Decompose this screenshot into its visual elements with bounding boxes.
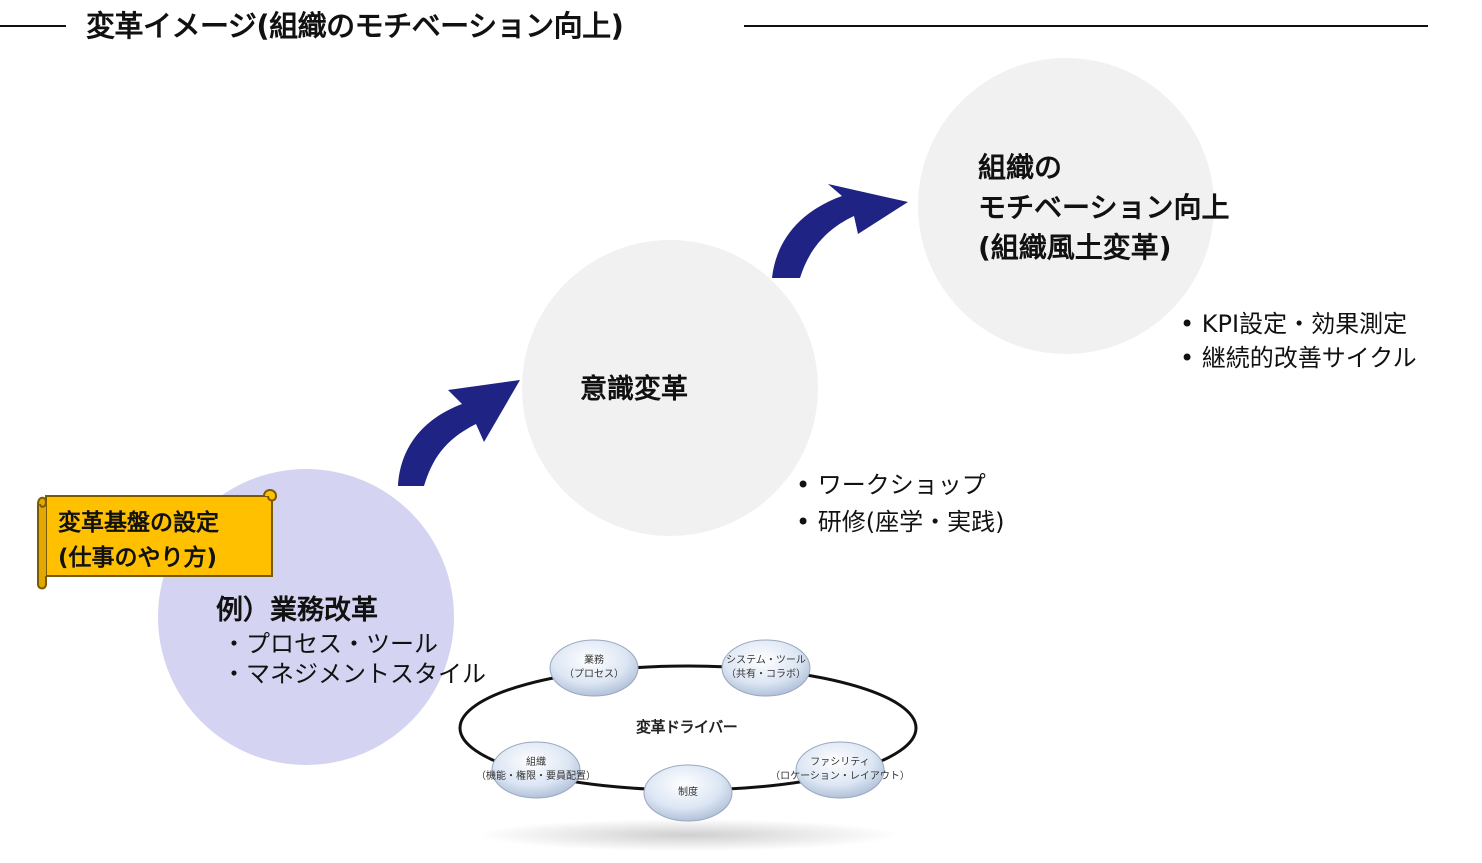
driver-node-facility-line2: （ロケーション・レイアウト） — [770, 771, 910, 782]
stage3-heading-line-2: モチベーション向上 — [978, 191, 1230, 224]
banner-scroll-icon — [37, 489, 278, 590]
stage3-note-2: • 継続的改善サイクル — [1180, 344, 1417, 372]
driver-node-soshiki-line2: （機能・権限・要員配置） — [476, 771, 596, 782]
driver-node-facility-line1: ファシリティ — [810, 757, 870, 768]
stage2-heading: 意識変革 — [580, 374, 688, 405]
stage3-heading-line-1: 組織の — [978, 151, 1063, 184]
driver-node-gyomu-line1: 業務 — [584, 655, 604, 666]
stage2-note-2: • 研修(座学・実践) — [796, 508, 1005, 536]
driver-node-seido-line1: 制度 — [678, 787, 698, 798]
stage1-item-1: ・プロセス・ツール — [222, 630, 438, 658]
driver-node-soshiki-line1: 組織 — [526, 757, 546, 768]
banner-line-1: 変革基盤の設定 — [58, 510, 219, 536]
stage3-heading-line-3: (組織風土変革) — [978, 231, 1172, 264]
driver-node-soshiki — [491, 741, 581, 799]
driver-node-label: ファシリティ （ロケーション・レイアウト） — [770, 756, 910, 784]
stage2-circle — [522, 240, 818, 536]
arrow-stage2-to-stage3-icon — [772, 184, 908, 278]
page-title: 変革イメージ(組織のモチベーション向上) — [86, 9, 624, 43]
stage1-heading: 例）業務改革 — [216, 595, 378, 626]
stage3-circle — [918, 58, 1214, 354]
driver-node-label: 制度 — [648, 786, 728, 800]
driver-node-gyomu — [549, 639, 639, 697]
stage3-note-1: • KPI設定・効果測定 — [1180, 310, 1408, 338]
driver-title: 変革ドライバー — [636, 718, 738, 736]
driver-node-system — [721, 639, 811, 697]
stage1-item-2: ・マネジメントスタイル — [222, 660, 486, 688]
driver-node-label: 組織 （機能・権限・要員配置） — [472, 756, 600, 784]
driver-node-label: 業務 （プロセス） — [554, 654, 634, 682]
arrow-stage1-to-stage2-icon — [398, 380, 520, 486]
driver-node-gyomu-line2: （プロセス） — [564, 669, 624, 680]
driver-node-facility — [795, 741, 885, 799]
header-rule-left — [0, 25, 66, 27]
header-rule-right — [744, 25, 1428, 27]
banner-line-2: (仕事のやり方) — [58, 545, 218, 571]
driver-node-system-line1: システム・ツール — [726, 655, 806, 666]
driver-node-seido — [643, 764, 733, 822]
stage2-note-1: • ワークショップ — [796, 471, 986, 499]
driver-diagram — [458, 639, 918, 851]
driver-shadow — [478, 819, 898, 851]
driver-node-label: システム・ツール （共有・コラボ） — [716, 654, 816, 682]
driver-node-system-line2: （共有・コラボ） — [726, 669, 806, 680]
